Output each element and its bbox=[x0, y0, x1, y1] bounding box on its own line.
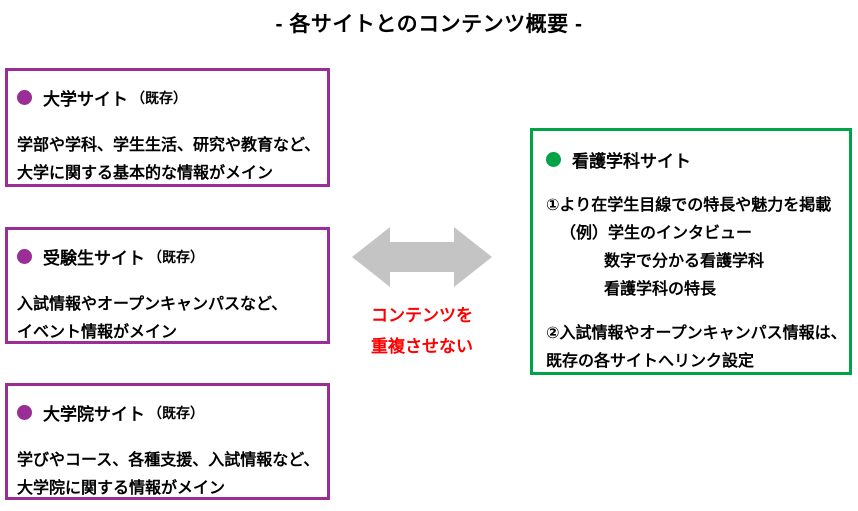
site-box-title-suffix: （既存） bbox=[148, 248, 204, 265]
site-box-body: ①より在学生目線での特長や魅力を掲載 （例）学生のインタビュー 数字で分かる看護… bbox=[546, 192, 849, 376]
arrow-caption-line2: 重複させない bbox=[371, 337, 473, 356]
body-line: 既存の各サイトへリンク設定 bbox=[546, 353, 755, 370]
site-box-title-suffix: （既存） bbox=[148, 404, 204, 421]
site-box-title: 看護学科サイト bbox=[572, 152, 691, 171]
body-line: 入試情報やオープンキャンパスなど、 bbox=[17, 296, 288, 313]
site-box-title-suffix: （既存） bbox=[131, 89, 187, 106]
body-line: （例）学生のインタビュー bbox=[560, 225, 753, 242]
site-box-body: 入試情報やオープンキャンパスなど、 イベント情報がメイン bbox=[17, 291, 327, 347]
arrow-caption-line1: コンテンツを bbox=[371, 306, 473, 325]
site-box-title: 受験生サイト bbox=[43, 249, 145, 268]
site-box-title: 大学院サイト bbox=[43, 405, 145, 424]
body-line: ①より在学生目線での特長や魅力を掲載 bbox=[546, 197, 832, 214]
purple-bullet-icon bbox=[17, 90, 32, 105]
body-spacer bbox=[546, 304, 849, 320]
body-line: 大学院に関する情報がメイン bbox=[17, 480, 226, 497]
body-line: ②入試情報やオープンキャンパス情報は、 bbox=[546, 325, 847, 342]
site-box-university: 大学サイト （既存） 学部や学科、学生生活、研究や教育など、 大学に関する基本的… bbox=[5, 68, 330, 187]
site-box-body: 学部や学科、学生生活、研究や教育など、 大学に関する基本的な情報がメイン bbox=[17, 132, 327, 188]
purple-bullet-icon bbox=[17, 405, 32, 420]
site-box-heading-row: 看護学科サイト bbox=[546, 147, 849, 172]
site-box-applicant: 受験生サイト （既存） 入試情報やオープンキャンパスなど、 イベント情報がメイン bbox=[5, 227, 330, 344]
purple-bullet-icon bbox=[17, 249, 32, 264]
green-bullet-icon bbox=[546, 152, 561, 167]
site-box-heading-row: 受験生サイト （既存） bbox=[17, 244, 327, 269]
site-box-nursing: 看護学科サイト ①より在学生目線での特長や魅力を掲載 （例）学生のインタビュー … bbox=[530, 128, 852, 375]
site-box-title: 大学サイト bbox=[43, 90, 128, 109]
site-box-heading-row: 大学院サイト （既存） bbox=[17, 400, 327, 425]
body-line: 学部や学科、学生生活、研究や教育など、 bbox=[17, 137, 321, 154]
double-headed-arrow-icon bbox=[352, 227, 492, 287]
site-box-body: 学びやコース、各種支援、入試情報など、 大学院に関する情報がメイン bbox=[17, 447, 327, 503]
site-box-heading-row: 大学サイト （既存） bbox=[17, 85, 327, 110]
body-line: 学びやコース、各種支援、入試情報など、 bbox=[17, 452, 320, 469]
body-line: イベント情報がメイン bbox=[17, 324, 178, 341]
site-box-graduate: 大学院サイト （既存） 学びやコース、各種支援、入試情報など、 大学院に関する情… bbox=[5, 383, 330, 500]
page-title: - 各サイトとのコンテンツ概要 - bbox=[275, 13, 583, 36]
body-line: 大学に関する基本的な情報がメイン bbox=[17, 165, 274, 182]
body-line: 看護学科の特長 bbox=[604, 281, 717, 298]
arrow-caption: コンテンツを 重複させない bbox=[352, 300, 492, 362]
body-line: 数字で分かる看護学科 bbox=[604, 253, 765, 270]
